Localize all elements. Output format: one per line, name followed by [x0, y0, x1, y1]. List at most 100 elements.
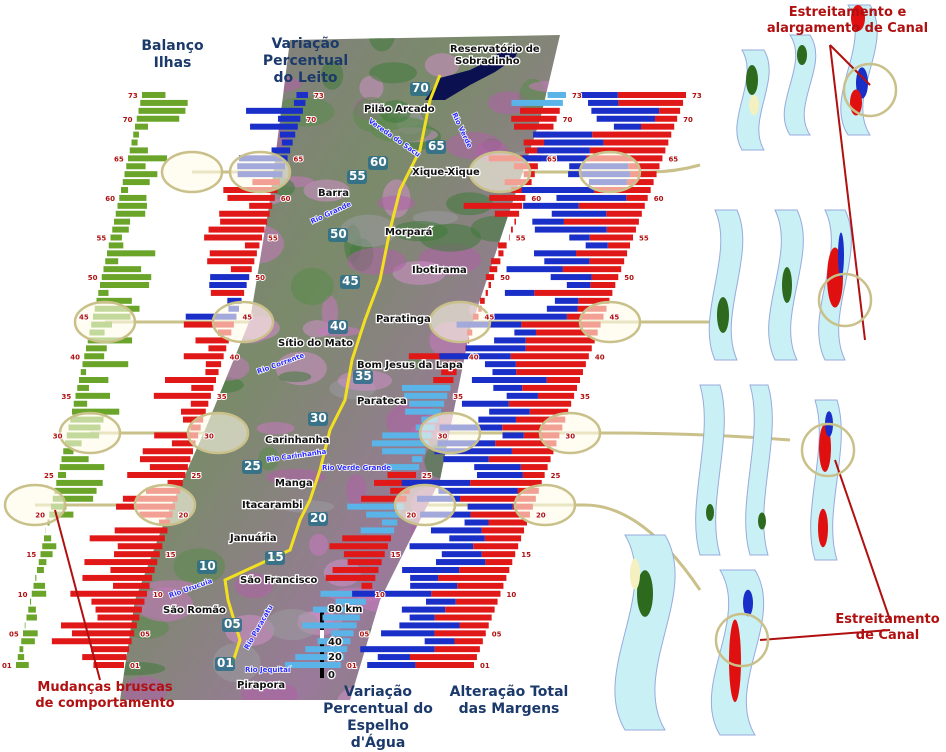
bar — [209, 282, 246, 288]
bar — [25, 622, 26, 628]
bar — [493, 385, 522, 391]
bar — [614, 124, 641, 130]
bar — [511, 116, 556, 122]
km-marker: 70 — [410, 81, 430, 96]
bar — [133, 132, 139, 138]
bar — [523, 472, 545, 478]
scale-label: 80 km — [328, 604, 362, 615]
bar — [404, 393, 447, 399]
bar — [516, 361, 586, 367]
axis-tick-label: 40 — [595, 353, 605, 361]
bar — [381, 630, 434, 636]
km-marker: 65 — [426, 139, 446, 154]
bar — [449, 535, 485, 541]
bar — [435, 615, 492, 621]
bar — [544, 258, 589, 264]
bar — [436, 559, 485, 565]
bar — [655, 116, 677, 122]
axis-tick-label: 60 — [281, 195, 291, 203]
km-marker: 50 — [328, 227, 348, 242]
bar — [478, 417, 516, 423]
map-terrain-patch — [347, 248, 406, 275]
bar — [191, 385, 213, 391]
bar — [516, 369, 583, 375]
bar — [443, 456, 488, 462]
axis-tick-label: 35 — [453, 393, 463, 401]
map-terrain-patch — [529, 80, 586, 92]
bar — [191, 401, 209, 407]
bar — [361, 527, 394, 533]
bar — [514, 219, 516, 225]
svg-text:25: 25 — [244, 459, 261, 473]
axis-tick-label: 40 — [230, 353, 240, 361]
bar — [505, 290, 534, 296]
axis-tick-label: 30 — [438, 432, 448, 440]
axis-tick-label: 70 — [306, 116, 316, 124]
bar — [128, 155, 167, 161]
bar — [592, 132, 671, 138]
axis-tick-label: 15 — [166, 551, 176, 559]
bar — [491, 314, 567, 320]
bar — [142, 92, 165, 98]
km-marker: 05 — [222, 617, 242, 632]
map-terrain-patch — [291, 268, 334, 305]
bar — [249, 203, 272, 209]
bar — [410, 543, 474, 549]
km-marker: 25 — [242, 459, 262, 474]
svg-text:55: 55 — [349, 169, 366, 183]
bar — [184, 353, 224, 359]
bar — [454, 638, 482, 644]
bar — [296, 92, 308, 98]
bar — [434, 630, 485, 636]
bar — [210, 274, 249, 280]
bar — [431, 591, 500, 597]
map-terrain-patch — [166, 111, 197, 140]
bar — [102, 274, 151, 280]
svg-text:20: 20 — [310, 511, 327, 525]
bar — [107, 250, 155, 256]
bar — [489, 456, 551, 462]
km-marker: 10 — [197, 559, 217, 574]
bar — [569, 235, 589, 241]
axis-tick-label: 25 — [44, 472, 54, 480]
bar — [139, 108, 186, 114]
bar — [209, 227, 265, 233]
title-variacao-leito: Variação Percentual do Leito — [258, 36, 353, 87]
bar — [130, 147, 148, 153]
axis-tick-label: 25 — [422, 472, 432, 480]
axis-tick-label: 01 — [347, 662, 357, 670]
bar — [494, 337, 526, 343]
bar — [533, 132, 592, 138]
bar — [367, 662, 415, 668]
city-label: Barra — [318, 188, 349, 199]
channel-segment — [746, 385, 773, 555]
axis-tick-label: 01 — [480, 662, 490, 670]
bar — [485, 361, 516, 367]
map-terrain-patch — [510, 600, 563, 629]
bar — [125, 171, 158, 177]
km-marker: 55 — [347, 169, 367, 184]
axis-tick-label: 01 — [2, 662, 12, 670]
callout-estreitamento-alargamento: Estreitamento e alargamento de Canal — [755, 5, 940, 37]
map-terrain-patch — [204, 60, 259, 78]
axis-tick-label: 05 — [140, 630, 150, 638]
map-terrain-patch — [368, 13, 395, 51]
km-marker: 60 — [368, 155, 388, 170]
bar — [113, 583, 150, 589]
bar — [18, 654, 24, 660]
bar — [91, 646, 129, 652]
bar — [524, 140, 548, 146]
bar — [119, 195, 146, 201]
axis-tick-label: 10 — [18, 591, 28, 599]
bar — [114, 219, 130, 225]
bar — [104, 266, 142, 272]
bar — [219, 211, 269, 217]
bar — [382, 448, 425, 454]
svg-text:50: 50 — [330, 227, 347, 241]
axis-tick-label: 30 — [565, 432, 575, 440]
bar — [590, 235, 633, 241]
bar — [16, 662, 29, 668]
bar — [344, 551, 385, 557]
bar — [412, 456, 422, 462]
bar — [597, 116, 655, 122]
